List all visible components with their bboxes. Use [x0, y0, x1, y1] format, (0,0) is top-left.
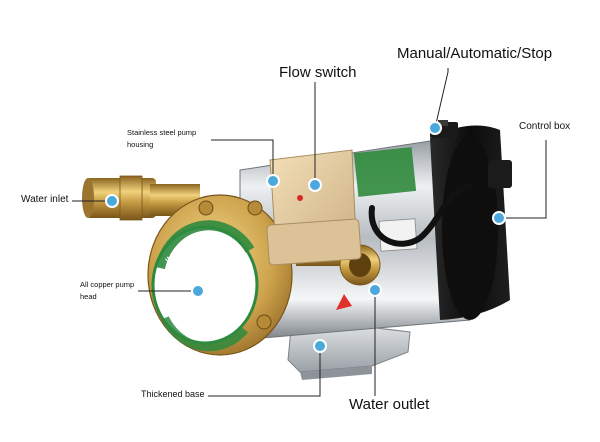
callout-markers — [105, 121, 506, 353]
label-water-outlet: Water outlet — [349, 396, 430, 413]
callout-line-base — [208, 346, 321, 397]
label-thickened-base: Thickened base — [141, 389, 205, 399]
marker-stainless — [266, 174, 280, 188]
label-manual-automatic-stop: Manual/Automatic/Stop — [397, 45, 553, 62]
label-copper-head: All copper pump head — [80, 279, 134, 303]
label-copper-head-line2: head — [80, 292, 97, 301]
callout-lines — [72, 68, 547, 397]
callout-line-control-box — [499, 140, 547, 219]
callout-line-manual — [434, 68, 449, 129]
marker-control-box — [492, 211, 506, 225]
label-stainless-housing: Stainless steel pump housing — [127, 127, 196, 151]
water-inlet-pipe — [82, 175, 200, 221]
marker-manual — [428, 121, 442, 135]
label-flow-switch: Flow switch — [279, 64, 357, 81]
marker-flow-switch — [308, 178, 322, 192]
label-stainless-housing-line1: Stainless steel pump — [127, 128, 197, 137]
marker-copper-head — [191, 284, 205, 298]
marker-water-outlet — [368, 283, 382, 297]
control-box-part — [430, 120, 512, 320]
marker-base — [313, 339, 327, 353]
label-copper-head-line1: All copper pump — [80, 280, 135, 289]
power-cable-part — [368, 183, 473, 247]
label-control-box: Control box — [519, 121, 571, 132]
flow-switch-part — [266, 149, 362, 266]
callout-line-stainless — [211, 139, 274, 181]
marker-water-inlet — [105, 194, 119, 208]
copper-pump-head: INLET OUTLET — [147, 194, 293, 356]
label-stainless-housing-line2: housing — [127, 140, 154, 149]
label-water-inlet: Water inlet — [21, 194, 69, 205]
